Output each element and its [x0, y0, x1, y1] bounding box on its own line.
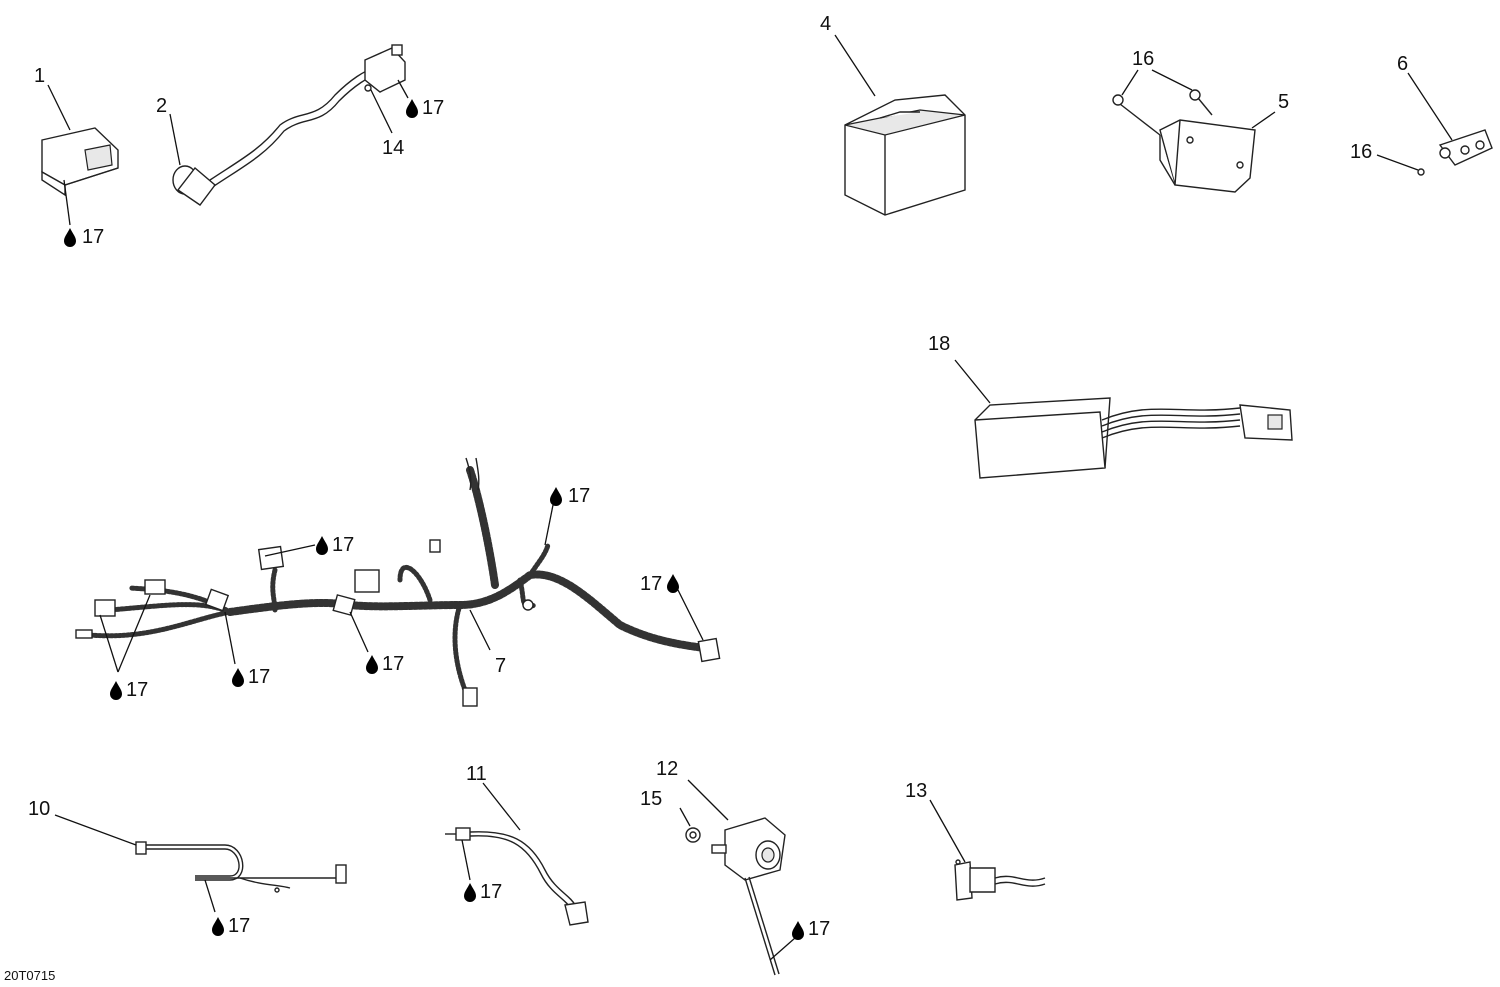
oil-drop-icon: [406, 99, 418, 118]
callout-18: 18: [928, 333, 950, 355]
figure-code: 20T0715: [4, 968, 55, 983]
part-1-relay: [41, 127, 119, 197]
callout-16: 16: [1350, 141, 1372, 163]
part-12-switch: [711, 817, 786, 976]
lubricant-label: 17: [248, 666, 270, 688]
oil-drop-icon: [232, 668, 244, 687]
lubricant-label: 17: [480, 881, 502, 903]
oil-drop-icon: [792, 921, 804, 940]
oil-drop-icon: [110, 681, 122, 700]
oil-drop-icon: [366, 655, 378, 674]
callout-6: 6: [1397, 53, 1408, 75]
lubricant-label: 17: [422, 97, 444, 119]
callout-11: 11: [466, 763, 487, 785]
screw: [1112, 94, 1161, 136]
oil-drop-icon: [550, 487, 562, 506]
lubricant-label: 17: [126, 679, 148, 701]
callout-12: 12: [656, 758, 678, 780]
screw: [1189, 89, 1213, 116]
part-10-wire: [135, 841, 347, 893]
part-6-bracket: [1438, 129, 1493, 166]
oil-drop-icon: [316, 536, 328, 555]
part-7-wiring-harness: [75, 457, 721, 707]
lubricant-label: 17: [82, 226, 104, 248]
part-15-nut: [685, 827, 701, 843]
part-18-module: [974, 397, 1293, 479]
part-5-regulator: [1159, 119, 1256, 193]
callout-5: 5: [1278, 91, 1289, 113]
oil-drop-icon: [667, 574, 679, 593]
callout-10: 10: [28, 798, 50, 820]
callout-16: 16: [1132, 48, 1154, 70]
callout-1: 1: [34, 65, 45, 87]
lubricant-label: 17: [808, 918, 830, 940]
callout-2: 2: [156, 95, 167, 117]
callout-14: 14: [382, 137, 404, 159]
oil-drop-icon: [64, 228, 76, 247]
lubricant-label: 17: [228, 915, 250, 937]
lubricant-label: 17: [568, 485, 590, 507]
lubricant-label: 17: [382, 653, 404, 675]
callout-4: 4: [820, 13, 831, 35]
lubricant-label: 17: [332, 534, 354, 556]
oil-drop-icon: [212, 917, 224, 936]
callout-15: 15: [640, 788, 662, 810]
callout-13: 13: [905, 780, 927, 802]
lubricant-label: 17: [640, 573, 662, 595]
part-13-socket: [954, 859, 1046, 901]
part-11-sensor: [445, 827, 589, 926]
callout-7: 7: [495, 655, 506, 677]
part-4-battery: [844, 94, 966, 216]
part-2-sensor-cable: [172, 44, 406, 206]
oil-drop-icon: [464, 883, 476, 902]
